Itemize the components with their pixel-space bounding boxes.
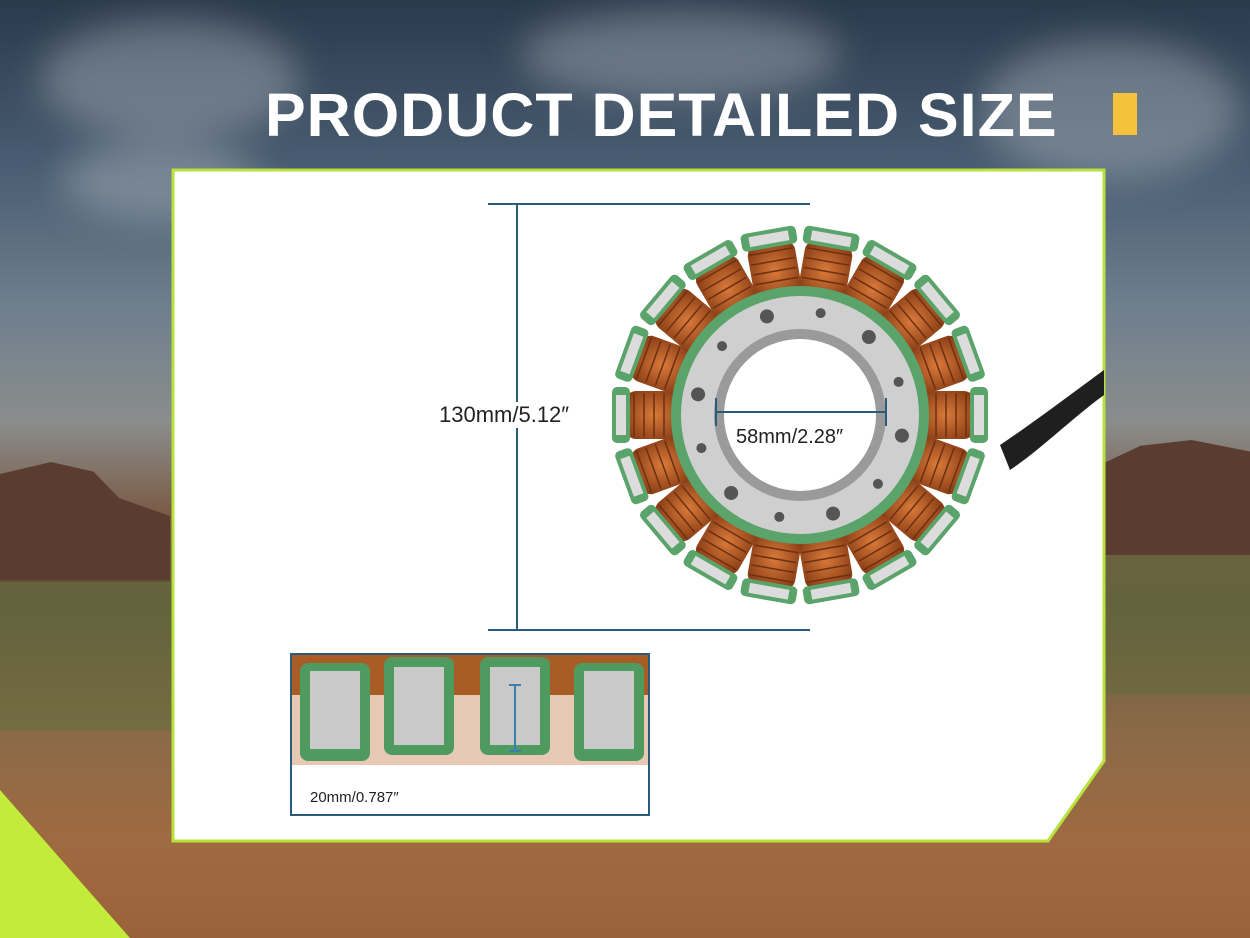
mounting-hole	[872, 478, 883, 489]
stator-coil	[612, 387, 682, 443]
stator-coil	[798, 225, 860, 302]
mounting-hole	[696, 443, 707, 454]
stator-product-image	[612, 225, 1104, 605]
mounting-hole	[826, 506, 841, 521]
mounting-hole	[724, 485, 739, 500]
mesa-rock-right	[1104, 440, 1250, 555]
pole-shoe	[300, 663, 370, 761]
pole-shoe	[574, 663, 644, 761]
stator-coil	[798, 528, 860, 605]
cloud	[40, 20, 300, 140]
pole-detail-inset: 20mm/0.787″	[290, 653, 650, 816]
cloud	[520, 10, 840, 100]
desert-scrub	[1104, 555, 1250, 695]
mounting-hole	[815, 308, 826, 319]
stator-coil	[918, 387, 988, 443]
pole-closeup-image	[292, 655, 648, 765]
mounting-hole	[894, 428, 909, 443]
mounting-hole	[691, 387, 706, 402]
inner-diameter-label: 58mm/2.28″	[736, 426, 844, 448]
mounting-hole	[774, 511, 785, 522]
title-accent-bar	[1113, 93, 1137, 135]
pole-shoe	[384, 657, 454, 755]
outer-diameter-label: 130mm/5.12″	[437, 402, 572, 428]
mounting-hole	[893, 376, 904, 387]
mesa-rock-left	[0, 462, 170, 582]
mounting-hole	[759, 309, 774, 324]
mounting-hole	[717, 341, 728, 352]
stator-coil	[740, 528, 802, 605]
mounting-hole	[861, 330, 876, 345]
pole-height-label: 20mm/0.787″	[310, 789, 399, 806]
page-title: PRODUCT DETAILED SIZE	[265, 81, 1058, 149]
cloud	[980, 40, 1240, 180]
corner-accent-triangle	[0, 790, 130, 938]
desert-scrub	[0, 580, 175, 730]
stator-coil	[740, 225, 802, 302]
stator-coil	[879, 274, 960, 354]
